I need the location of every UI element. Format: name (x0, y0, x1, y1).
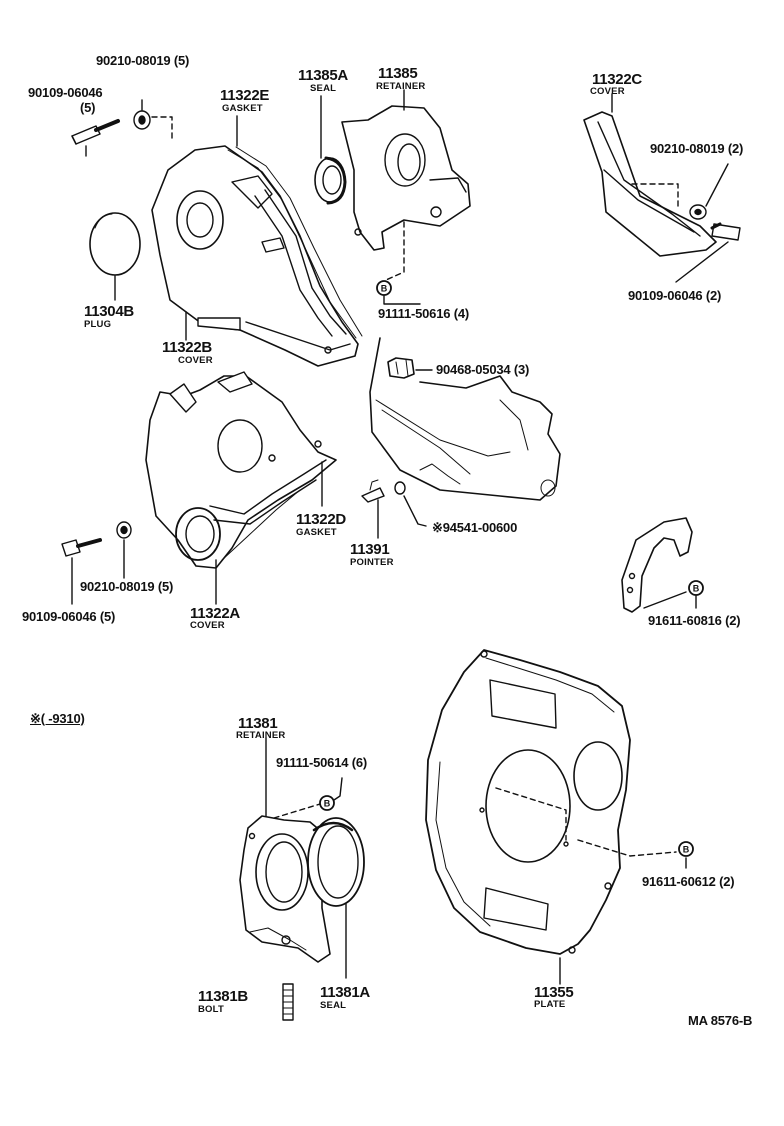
part-label: 11322C (592, 71, 642, 88)
part-name: BOLT (198, 1004, 224, 1015)
part-name: RETAINER (376, 81, 426, 92)
stud-bolt-icon (282, 983, 294, 1021)
plug-icon (89, 212, 141, 276)
engine-block-icon (369, 337, 561, 501)
part-name: SEAL (320, 1000, 347, 1011)
washer-icon (689, 204, 707, 220)
part-label: 11322B (162, 339, 212, 356)
leader-line (383, 295, 421, 305)
part-name: PLUG (84, 319, 112, 330)
part-label: 11322A (190, 605, 240, 622)
part-label: 91111-50616 (4) (378, 306, 469, 321)
circle-marker-label: B (324, 799, 331, 809)
part-name: COVER (190, 620, 225, 631)
leader-line (705, 163, 729, 207)
bracket-icon (621, 517, 693, 613)
circle-marker-label: B (693, 584, 700, 594)
part-qty: (5) (80, 100, 96, 115)
footnote: ※( -9310) (30, 711, 85, 726)
bolt-icon (710, 222, 741, 241)
washer-icon (394, 481, 406, 495)
part-label: 90210-08019 (2) (650, 141, 744, 156)
part-label: 91111-50614 (6) (276, 755, 367, 770)
part-label: 90468-05034 (3) (436, 362, 530, 377)
part-label: 11391 (350, 541, 390, 558)
part-label: 90210-08019 (5) (80, 579, 174, 594)
leader-line (675, 241, 729, 283)
leader-line (643, 591, 687, 609)
end-plate-icon (425, 649, 631, 955)
part-name: GASKET (296, 527, 337, 538)
part-name: RETAINER (236, 730, 286, 741)
part-label: 11304B (84, 303, 134, 320)
diagram-code: MA 8576-B (688, 1013, 753, 1028)
part-label: 11385A (298, 67, 348, 84)
dashed-line (495, 787, 567, 841)
part-label: 90109-06046 (5) (22, 609, 116, 624)
dashed-line (577, 839, 677, 857)
dashed-line (385, 221, 405, 281)
part-label: 91611-60816 (2) (648, 613, 741, 628)
clip-icon (387, 357, 415, 379)
circle-marker-label: B (683, 845, 690, 855)
dashed-line (151, 116, 173, 141)
part-label: 11322D (296, 511, 346, 528)
part-label: 11381B (198, 988, 248, 1005)
part-label: 90109-06046 (28, 85, 103, 100)
part-label: 11381 (238, 715, 278, 732)
washer-icon (116, 521, 132, 539)
part-name: GASKET (222, 103, 263, 114)
part-label: 91611-60612 (2) (642, 874, 735, 889)
seal-icon (314, 156, 347, 205)
part-label: 11381A (320, 984, 370, 1001)
washer-icon (133, 110, 151, 130)
small-cover-icon (583, 111, 717, 257)
part-label: 11322E (220, 87, 270, 104)
part-label: 11355 (534, 984, 574, 1001)
upper-cover-icon (151, 145, 363, 367)
leader-line (403, 495, 427, 527)
rear-seal-icon (307, 817, 365, 907)
pointer-icon (361, 479, 385, 503)
part-label: 90109-06046 (2) (628, 288, 722, 303)
part-label: ※94541-00600 (432, 520, 518, 535)
part-name: PLATE (534, 999, 566, 1010)
leader-line (333, 777, 343, 801)
bolt-icon (61, 538, 102, 557)
dashed-line (631, 183, 679, 207)
retainer-icon (341, 105, 471, 251)
lower-cover-icon (145, 371, 337, 569)
bolt-icon (71, 119, 120, 145)
part-name: COVER (590, 86, 625, 97)
circle-marker-icon (319, 280, 704, 857)
part-label: 90210-08019 (5) (96, 53, 190, 68)
dashed-line (273, 803, 321, 819)
part-name: SEAL (310, 83, 337, 94)
circle-marker-label: B (381, 284, 388, 294)
part-name: POINTER (350, 557, 394, 568)
part-name: COVER (178, 355, 213, 366)
part-label: 11385 (378, 65, 418, 82)
